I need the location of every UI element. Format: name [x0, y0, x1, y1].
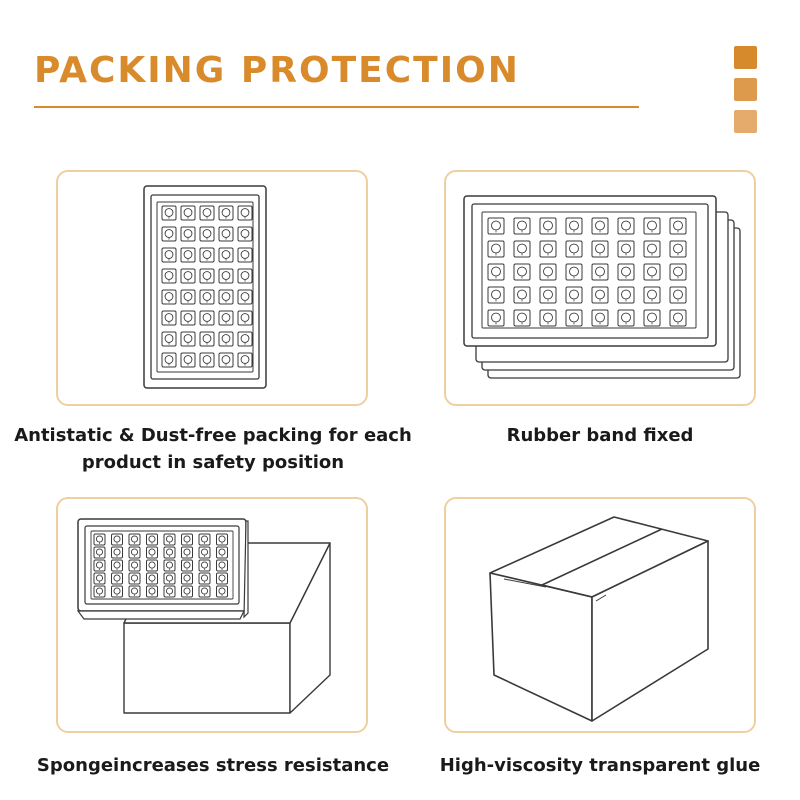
carton-box-icon — [489, 516, 709, 722]
vertical-tray-icon — [143, 185, 267, 389]
caption-antistatic-line2: product in safety position — [81, 452, 345, 473]
caption-rubber-band-line1: Rubber band fixed — [506, 425, 694, 446]
caption-glue-line1: High-viscosity transparent glue — [439, 755, 761, 776]
tray-on-box-icon — [76, 518, 331, 714]
caption-glue: High-viscosity transparent glue — [420, 752, 780, 779]
panel-antistatic — [56, 170, 368, 406]
caption-antistatic: Antistatic & Dust-free packing for each … — [10, 422, 416, 476]
page-title: PACKING PROTECTION — [34, 50, 520, 91]
caption-sponge-line1: Spongeincreases stress resistance — [36, 755, 390, 776]
panel-rubber-band — [444, 170, 756, 406]
stacked-trays-icon — [463, 195, 741, 379]
decor-square-2 — [734, 78, 757, 101]
decor-square-3 — [734, 110, 757, 133]
panel-glue — [444, 497, 756, 733]
caption-rubber-band: Rubber band fixed — [444, 422, 756, 449]
tray-well — [156, 201, 254, 373]
decor-square-1 — [734, 46, 757, 69]
title-underline — [34, 106, 639, 108]
panel-sponge — [56, 497, 368, 733]
caption-antistatic-line1: Antistatic & Dust-free packing for each — [14, 425, 412, 446]
caption-sponge: Spongeincreases stress resistance — [10, 752, 416, 779]
